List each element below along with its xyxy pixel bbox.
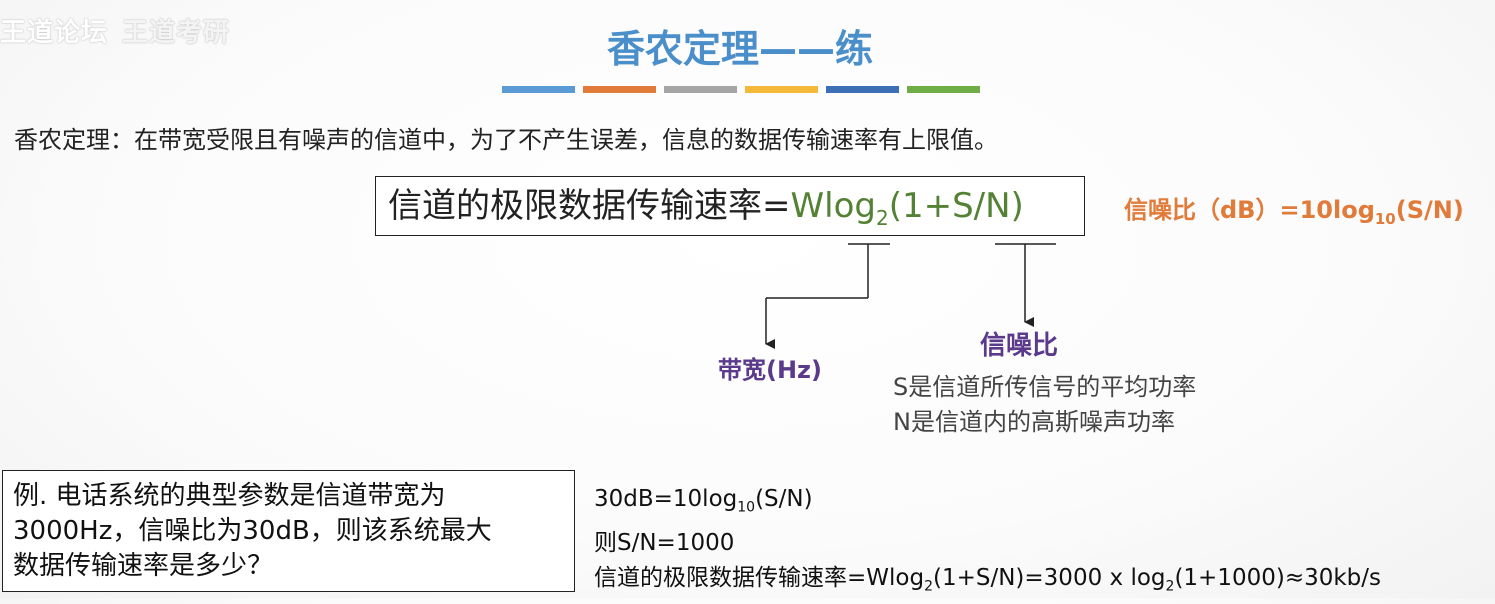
formula-sub: 2 [875,205,889,230]
color-bar [502,86,575,93]
answer-sub: 10 [737,499,756,516]
snr-label: 信噪比 [980,331,1059,361]
answer-sub: 2 [1165,578,1175,595]
bandwidth-arrow [765,243,890,349]
answer-text: (1+S/N)=3000 x log [933,564,1166,591]
formula-rest: (1+S/N) [888,186,1024,226]
color-bar [907,86,980,93]
bandwidth-label: 带宽(Hz) [718,356,822,384]
example-line: 3000Hz，信噪比为30dB，则该系统最大 [13,516,492,546]
theorem-statement: 香农定理：在带宽受限且有噪声的信道中，为了不产生误差，信息的数据传输速率有上限值… [14,126,998,154]
formula-lhs: 信道的极限数据传输速率= [388,186,791,226]
answer-line-2: 则S/N=1000 [594,529,735,556]
watermark-text-2: 王道考研 [122,18,231,48]
example-question-box: 例. 电话系统的典型参数是信道带宽为 3000Hz，信噪比为30dB，则该系统最… [2,470,575,592]
answer-sub: 2 [924,578,933,595]
color-bar [583,86,656,93]
formula-box: 信道的极限数据传输速率=Wlog2(1+S/N) [375,176,1085,236]
answer-text: (1+1000)≈30kb/s [1174,564,1382,591]
title-color-bars [502,86,980,93]
snr-db-suffix: (S/N) [1395,196,1464,224]
example-line: 数据传输速率是多少？ [13,551,274,581]
answer-text: (S/N) [755,486,813,512]
color-bar [826,86,899,93]
answer-text: 30dB=10log [594,486,738,512]
answer-line-3: 信道的极限数据传输速率=Wlog2(1+S/N)=3000 x log2(1+1… [594,561,1381,604]
snr-db-prefix: 信噪比（dB）=10log [1124,196,1375,224]
answer-line-1: 30dB=10log10(S/N) [594,482,1381,526]
watermark: 王道论坛王道考研 [0,12,230,49]
example-answer: 30dB=10log10(S/N) 则S/N=1000 信道的极限数据传输速率=… [594,482,1381,604]
snr-db-formula: 信噪比（dB）=10log10(S/N) [1124,190,1464,228]
formula-w: Wlog [790,186,876,226]
signal-power-desc: S是信道所传信号的平均功率 [893,373,1197,401]
answer-text: 信道的极限数据传输速率=Wlog [594,564,925,591]
formula-rhs: Wlog2(1+S/N) [790,186,1024,230]
snr-description: S是信道所传信号的平均功率 N是信道内的高斯噪声功率 [893,370,1196,440]
color-bar [745,86,818,93]
snr-arrow [995,243,1056,327]
noise-power-desc: N是信道内的高斯噪声功率 [893,408,1175,436]
color-bar [664,86,737,93]
snr-db-sub: 10 [1374,209,1396,228]
watermark-text: 王道论坛 [0,18,109,48]
example-line: 例. 电话系统的典型参数是信道带宽为 [13,481,446,511]
slide-title: 香农定理——练 [606,27,873,71]
